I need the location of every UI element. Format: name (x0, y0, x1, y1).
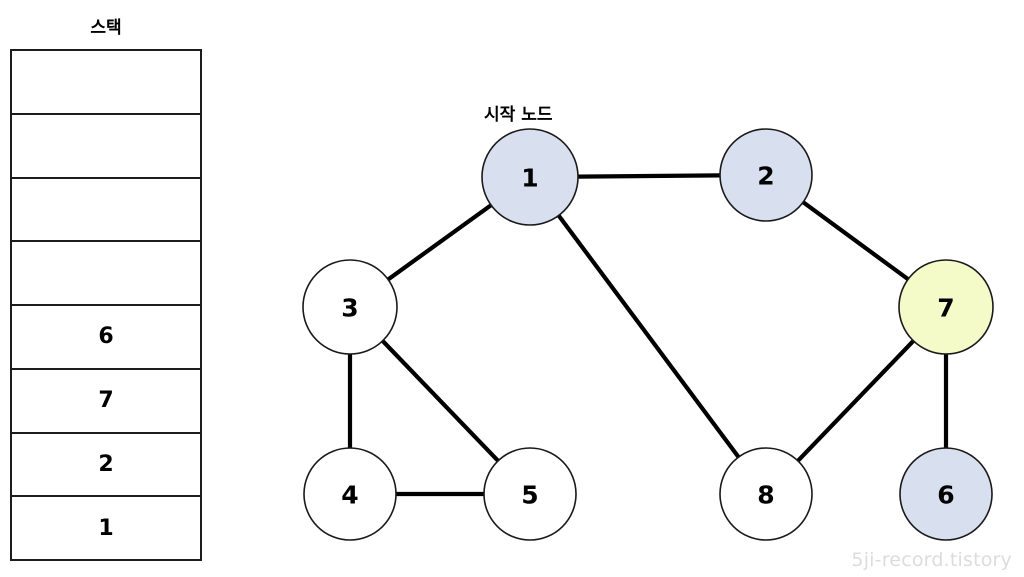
start-node-annotation: 시작 노드 (484, 105, 553, 125)
graph-node-label-3: 3 (341, 294, 358, 323)
graph-node-label-8: 8 (757, 481, 774, 510)
graph-edges (347, 173, 949, 497)
graph-node-label-5: 5 (521, 481, 538, 510)
graph-edge-3-5 (379, 338, 501, 464)
graph-node-circle-5 (483, 447, 577, 541)
stack-cell: 1 (12, 497, 200, 559)
graph-node-6[interactable]: 6 (899, 447, 993, 541)
stack-cell: 2 (12, 433, 200, 498)
graph-edge-7-8 (795, 338, 917, 464)
graph-node-label-1: 1 (521, 164, 538, 193)
graph-node-circle-2 (719, 128, 813, 222)
graph-node-circle-4 (303, 447, 397, 541)
graph-node-5[interactable]: 5 (483, 447, 577, 541)
graph-node-circle-1 (481, 128, 579, 226)
graph-node-label-4: 4 (341, 481, 358, 510)
graph-node-4[interactable]: 4 (303, 447, 397, 541)
graph-node-8[interactable]: 8 (719, 447, 813, 541)
stack-cell (12, 178, 200, 243)
graph-node-3[interactable]: 3 (302, 259, 398, 355)
graph-node-7[interactable]: 7 (898, 259, 994, 355)
graph-node-2[interactable]: 2 (719, 128, 813, 222)
graph-nodes: 1 2 3 4 5 6 7 8 (302, 128, 994, 541)
graph-node-1[interactable]: 1 (481, 128, 579, 226)
graph-edge-1-8 (555, 212, 742, 461)
graph-node-label-6: 6 (937, 481, 954, 510)
stack-cell (12, 51, 200, 115)
graph-node-circle-7 (898, 259, 994, 355)
graph-node-circle-8 (719, 447, 813, 541)
graph-edge-1-2 (574, 173, 724, 179)
stack-panel: 스택 (10, 18, 202, 49)
graph-node-circle-3 (302, 259, 398, 355)
graph-edge-2-7 (800, 199, 912, 282)
stack-cell (12, 242, 200, 306)
graph-node-label-7: 7 (937, 294, 954, 323)
graph-node-label-2: 2 (757, 162, 774, 191)
stack-cell: 6 (12, 306, 200, 370)
stack-cell (12, 114, 200, 179)
graph-edge-1-3 (385, 202, 494, 283)
graph-node-circle-6 (899, 447, 993, 541)
stack-title: 스택 (90, 18, 122, 38)
watermark: 5ji-record.tistory (851, 549, 1012, 571)
stack-cell: 7 (12, 369, 200, 434)
